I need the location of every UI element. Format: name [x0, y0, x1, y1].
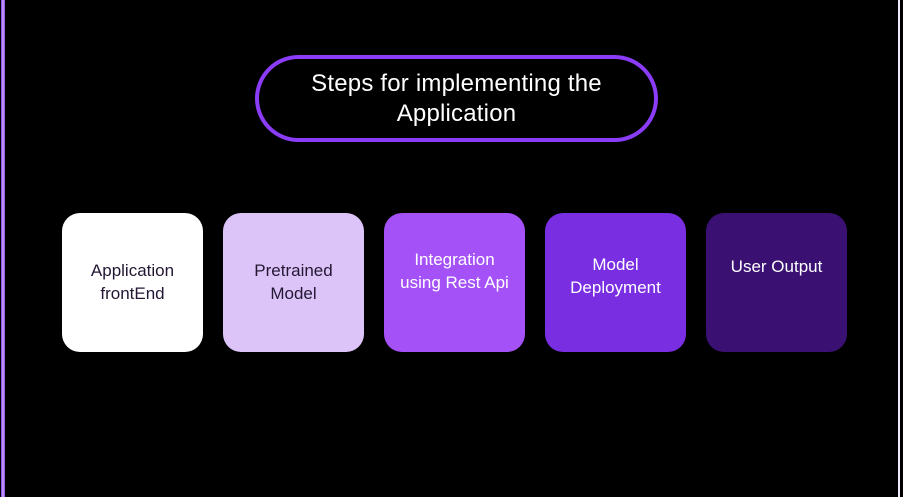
- right-edge-line: [898, 0, 900, 497]
- step-card-integration-rest-api: Integration using Rest Api: [384, 213, 525, 352]
- step-card-application-frontend: Application frontEnd: [62, 213, 203, 352]
- steps-row: Application frontEnd Pretrained Model In…: [62, 213, 847, 352]
- step-card-user-output: User Output: [706, 213, 847, 352]
- step-card-label: User Output: [730, 257, 823, 277]
- step-card-pretrained-model: Pretrained Model: [223, 213, 364, 352]
- step-card-label: Model Deployment: [570, 255, 661, 297]
- step-card-label: Application frontEnd: [90, 261, 175, 303]
- step-card-label: Pretrained Model: [254, 261, 333, 303]
- page-title: Steps for implementing the Application: [311, 69, 602, 127]
- title-box: Steps for implementing the Application: [255, 55, 658, 142]
- left-edge-accent-stripe: [1, 0, 5, 497]
- step-card-model-deployment: Model Deployment: [545, 213, 686, 352]
- step-card-label: Integration using Rest Api: [400, 250, 509, 292]
